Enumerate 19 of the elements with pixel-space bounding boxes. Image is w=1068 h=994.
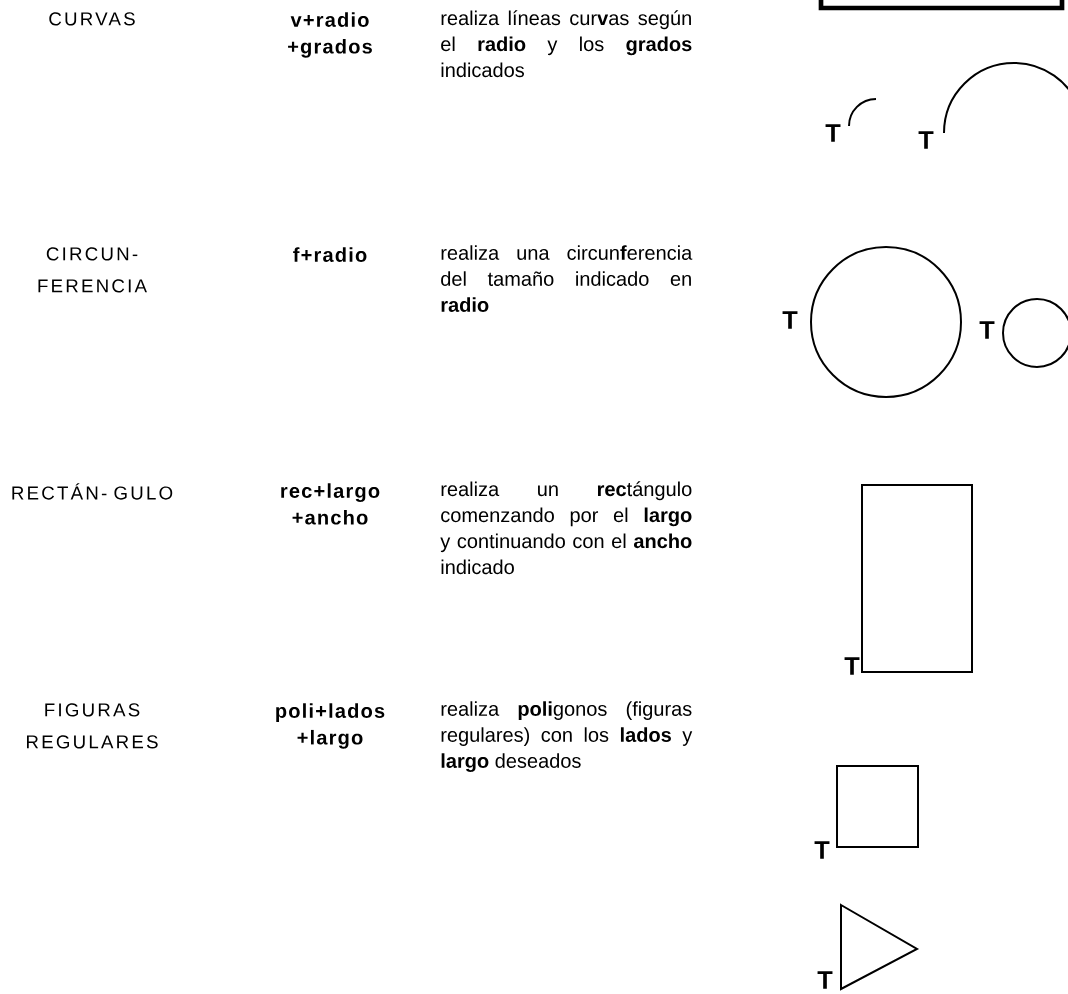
section-title: CURVAS	[49, 12, 135, 26]
command-text: poli+lados +largo	[276, 703, 385, 749]
command-text: rec+largo +ancho	[281, 483, 380, 525]
t-mark: T	[782, 311, 798, 329]
t-mark: T	[844, 657, 860, 675]
command-text: f+radio	[293, 247, 367, 262]
t-mark: T	[825, 124, 841, 142]
t-mark: T	[918, 131, 934, 149]
section-title: CIRCUN- FERENCIA	[38, 247, 147, 293]
t-mark: T	[817, 971, 833, 989]
description-text: realiza una circunferencia del tamaño indicado en radio	[441, 245, 693, 312]
description-text: realiza un rectángulo comenzando por el largo y continuando con el ancho indicado	[440, 481, 692, 575]
section-title: FIGURAS REGULARES	[27, 703, 158, 749]
t-mark: T	[814, 841, 830, 859]
command-text: v+radio +grados	[288, 12, 372, 58]
section-title: RECTÁN- GULO	[12, 483, 173, 500]
description-text: realiza líneas curvas según el radio y los grados indicados	[441, 10, 692, 78]
description-text: realiza poligonos (figuras regulares) con los lados y largo deseados	[441, 701, 693, 772]
t-mark: T	[979, 321, 995, 339]
